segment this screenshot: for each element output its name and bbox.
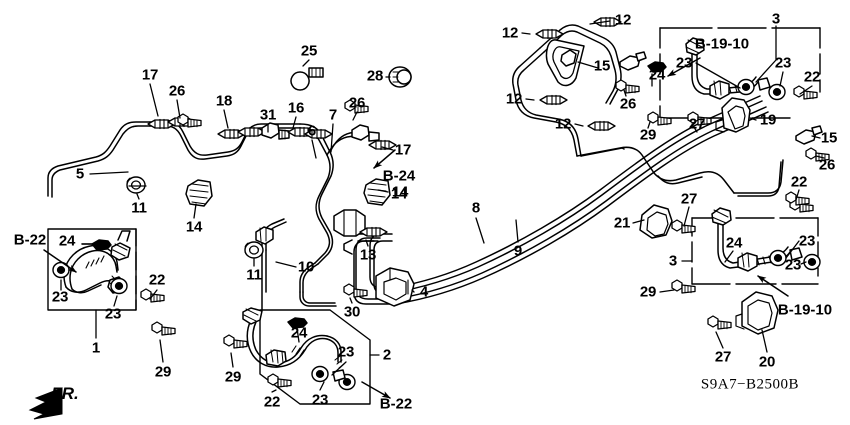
callout-number-23: 23 — [784, 256, 802, 274]
callout-number-30: 30 — [343, 303, 361, 321]
callout-number-23: 23 — [675, 54, 693, 72]
callout-number-12: 12 — [614, 11, 632, 29]
callout-number-6: 6 — [307, 122, 317, 140]
reference-label-b-19-10: B-19-10 — [694, 35, 750, 53]
callout-number-26: 26 — [818, 156, 836, 174]
callout-number-29: 29 — [639, 283, 657, 301]
callout-number-27: 27 — [688, 115, 706, 133]
callout-number-3: 3 — [771, 10, 781, 28]
callout-number-11: 11 — [131, 199, 147, 217]
callout-number-9: 9 — [513, 242, 523, 260]
callout-number-22: 22 — [148, 271, 166, 289]
callout-number-27: 27 — [680, 190, 698, 208]
callout-number-12: 12 — [554, 115, 572, 133]
callout-number-23: 23 — [104, 305, 122, 323]
callout-number-23: 23 — [774, 54, 792, 72]
callout-number-15: 15 — [593, 57, 611, 75]
callout-number-24: 24 — [290, 324, 308, 342]
callout-number-14: 14 — [185, 218, 203, 236]
callout-number-23: 23 — [51, 288, 69, 306]
callout-number-23: 23 — [798, 232, 816, 250]
callout-number-5: 5 — [75, 165, 85, 183]
callout-number-20: 20 — [758, 353, 776, 371]
callout-number-10: 10 — [297, 258, 315, 276]
callout-number-28: 28 — [366, 67, 384, 85]
callout-number-24: 24 — [58, 232, 76, 250]
callout-number-8: 8 — [471, 199, 481, 217]
callout-number-23: 23 — [337, 343, 355, 361]
callout-number-23: 23 — [311, 391, 329, 409]
callout-number-27: 27 — [714, 348, 732, 366]
callout-number-11: 11 — [246, 266, 262, 284]
callout-number-17: 17 — [141, 66, 159, 84]
reference-label-b-19-10: B-19-10 — [777, 301, 833, 319]
callout-number-4: 4 — [419, 283, 429, 301]
callout-number-31: 31 — [259, 106, 277, 124]
callout-number-25: 25 — [300, 42, 318, 60]
callout-number-14: 14 — [391, 183, 409, 201]
callout-number-22: 22 — [790, 173, 808, 191]
callout-number-7: 7 — [328, 106, 338, 124]
callout-number-24: 24 — [725, 234, 743, 252]
callout-number-21: 21 — [613, 214, 631, 232]
callout-number-12: 12 — [505, 90, 523, 108]
callout-number-29: 29 — [154, 363, 172, 381]
callout-number-3: 3 — [668, 252, 678, 270]
callout-number-22: 22 — [263, 393, 281, 411]
callout-number-18: 18 — [215, 92, 233, 110]
callout-number-29: 29 — [639, 126, 657, 144]
callout-number-15: 15 — [820, 129, 838, 147]
diagram-part-number: S9A7−B2500B — [700, 376, 800, 393]
fr-direction-arrow — [28, 387, 63, 420]
callout-number-1: 1 — [91, 339, 101, 357]
callout-number-26: 26 — [168, 82, 186, 100]
reference-label-b-24: B-24 — [382, 167, 416, 185]
callout-number-26: 26 — [619, 95, 637, 113]
callout-number-22: 22 — [803, 68, 821, 86]
reference-label-b-22: B-22 — [13, 231, 47, 249]
callout-number-16: 16 — [287, 99, 305, 117]
fr-direction-label: FR. — [51, 384, 79, 403]
callout-number-24: 24 — [648, 66, 666, 84]
callout-number-17: 17 — [394, 141, 412, 159]
callout-number-14: 14 — [390, 185, 408, 203]
callout-number-19: 19 — [759, 111, 777, 129]
reference-label-b-22: B-22 — [379, 395, 413, 413]
callout-number-26: 26 — [348, 94, 366, 112]
callout-number-13: 13 — [359, 246, 377, 264]
callout-number-2: 2 — [382, 346, 392, 364]
callout-number-12: 12 — [501, 24, 519, 42]
callout-number-29: 29 — [224, 368, 242, 386]
